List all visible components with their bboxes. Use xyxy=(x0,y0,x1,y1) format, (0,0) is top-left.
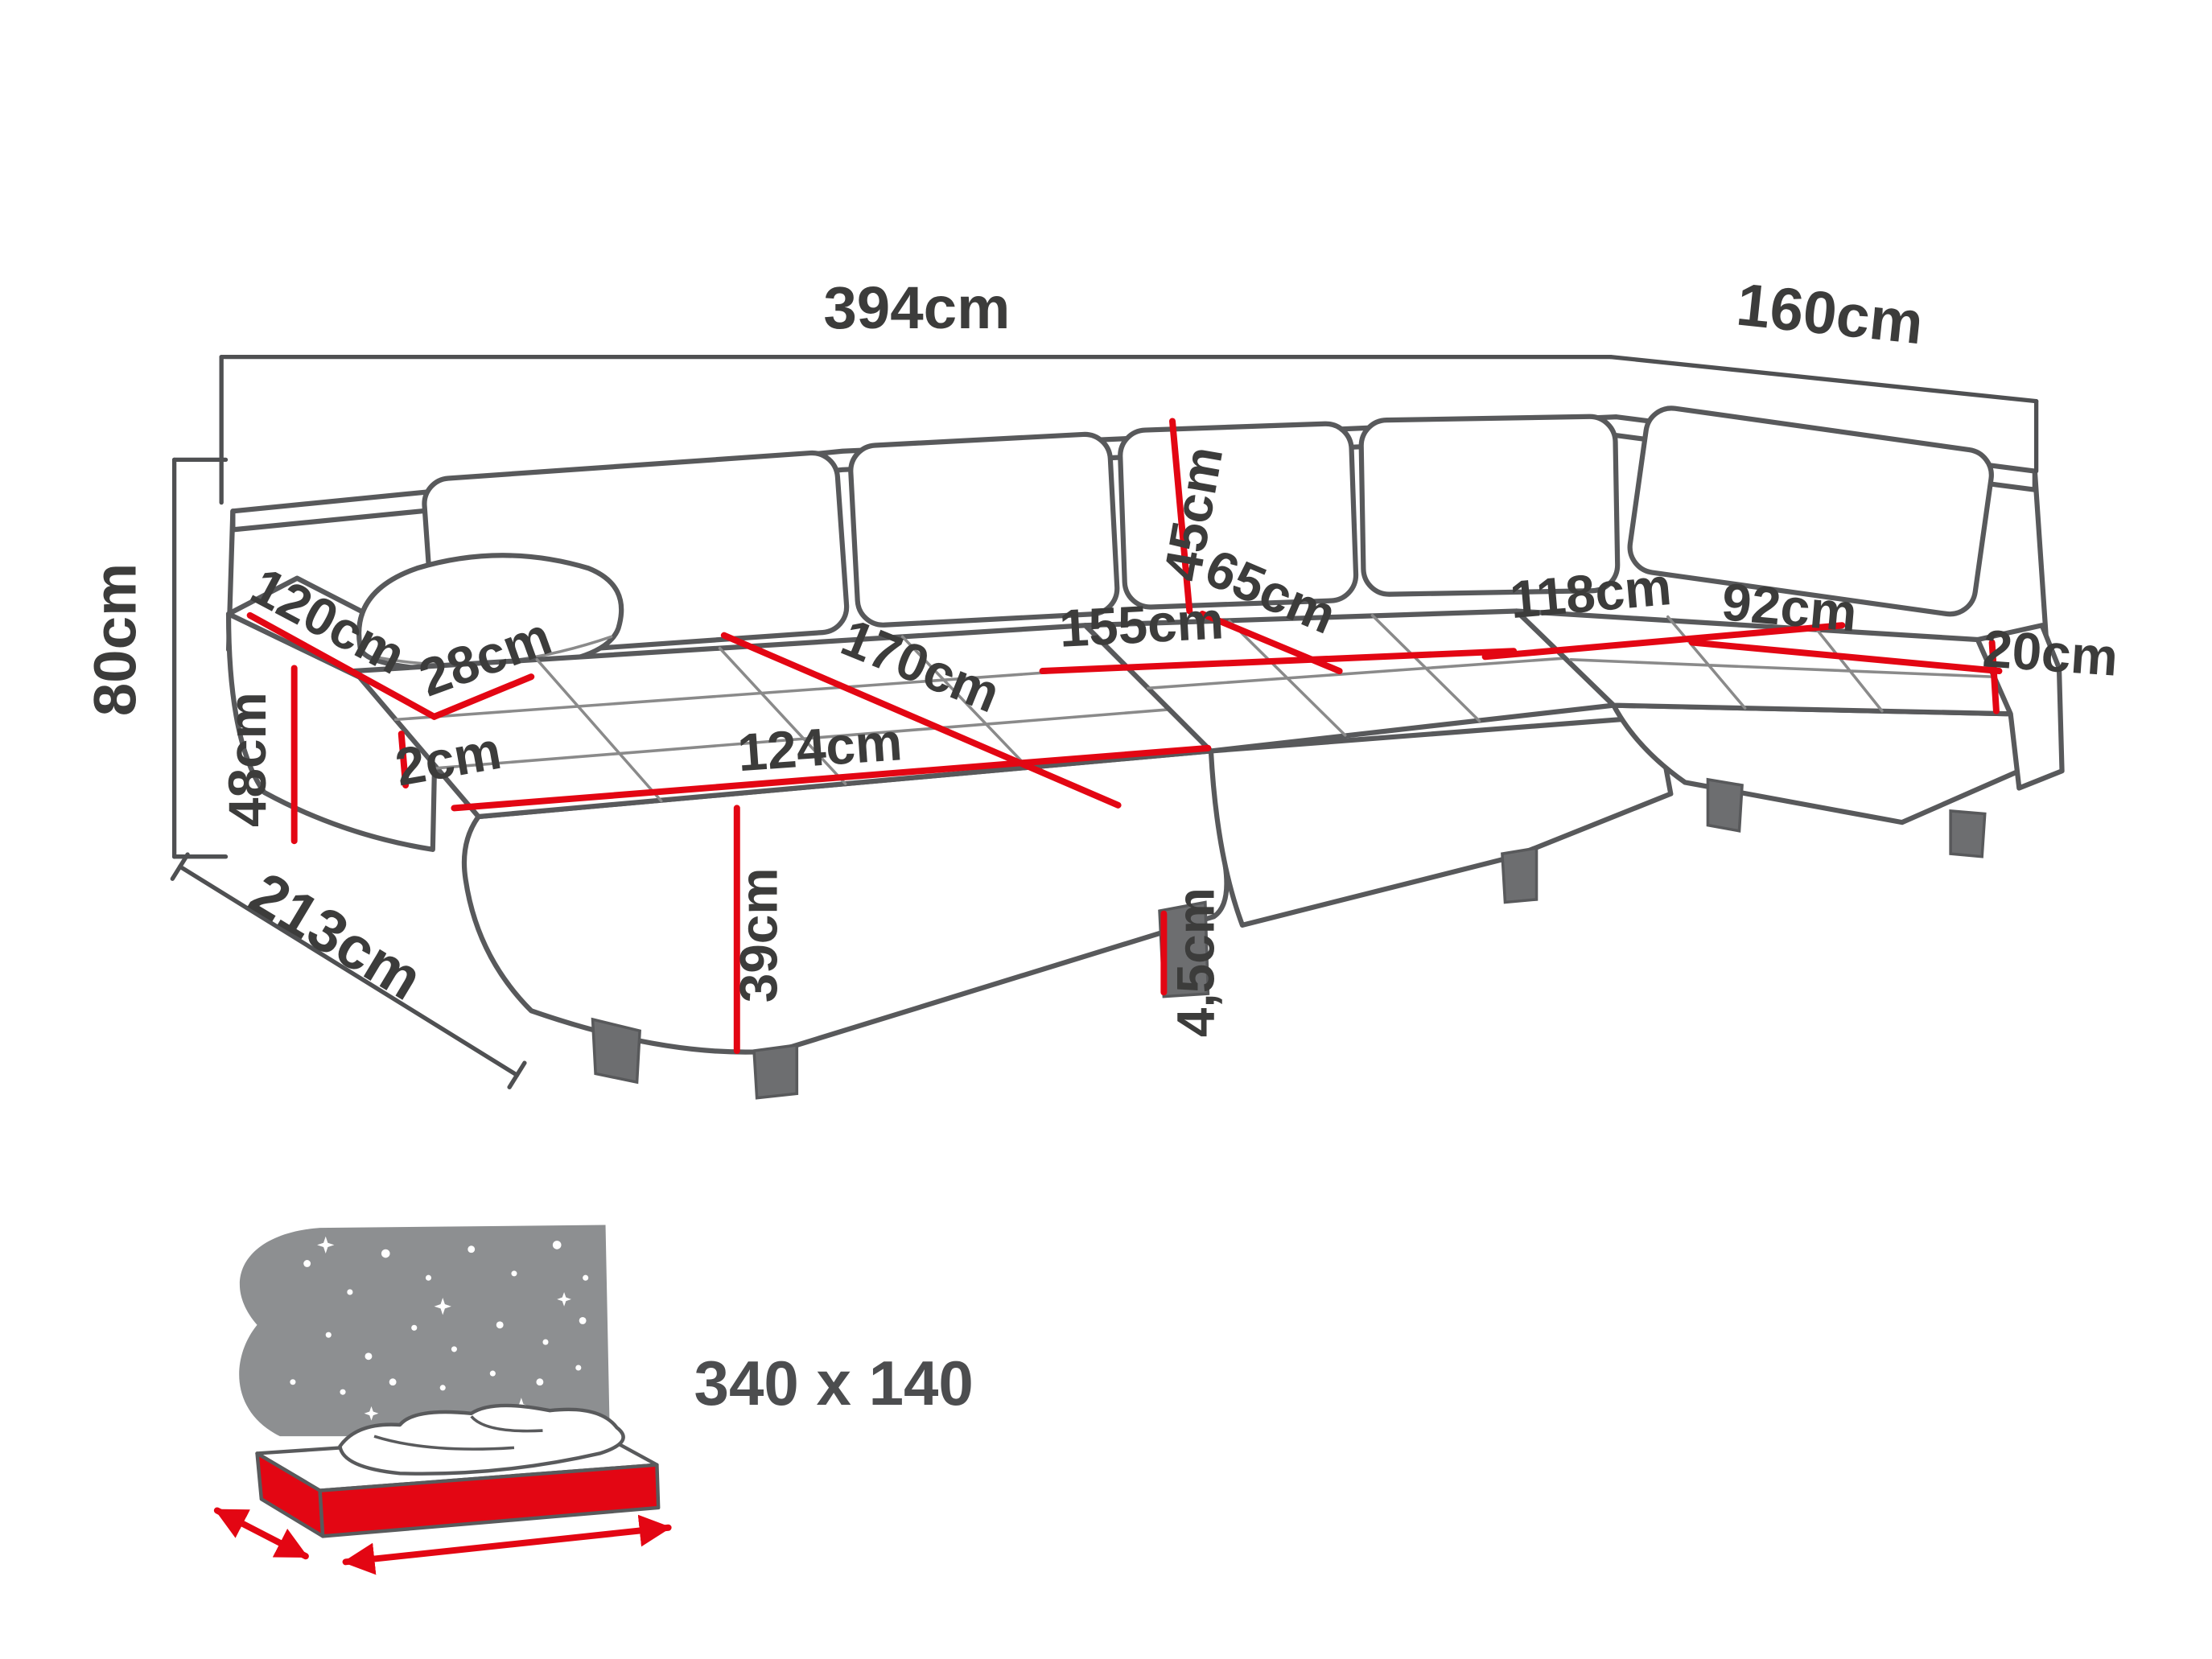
sofa-leg xyxy=(1706,777,1744,833)
bedding-folds xyxy=(373,1415,543,1451)
sparkle-star-icon xyxy=(317,1236,335,1254)
dim-line-seat-depth xyxy=(1199,611,1343,675)
label-middle-seat-width: 155cm xyxy=(1058,591,1225,658)
dim-line-side-depth xyxy=(1609,354,2039,404)
dim-line-right-armrest-width xyxy=(1988,639,2000,714)
dim-tick xyxy=(507,1060,527,1089)
detail-dimension-lines xyxy=(246,418,2003,1055)
bed-depth-arrow xyxy=(213,1507,309,1560)
dim-line-right-seat-width xyxy=(1688,639,2003,675)
left-armrest-front xyxy=(225,611,439,852)
label-right-seat-length: 118cm xyxy=(1508,557,1674,629)
sofa-leg xyxy=(1949,809,1987,858)
headboard-night-panel xyxy=(239,1225,610,1437)
dim-tick xyxy=(170,852,190,881)
bedding xyxy=(338,1403,625,1476)
stars xyxy=(290,1236,589,1421)
back-cushion xyxy=(1358,414,1621,597)
sofa-leg xyxy=(1501,846,1539,904)
right-armrest xyxy=(1975,623,2065,791)
bed-width-arrow xyxy=(342,1514,672,1575)
label-seat-front-height: 39cm xyxy=(729,867,788,1002)
back-cushion-right-wing xyxy=(1627,405,1994,617)
sofa-leg xyxy=(591,1017,641,1085)
label-chaise-depth: 213cm xyxy=(239,859,434,1013)
sparkle-star-icon xyxy=(557,1291,571,1307)
sleeping-function-icon: 340 x 140 xyxy=(213,1225,974,1575)
label-right-armrest-width: 20cm xyxy=(1981,619,2120,687)
sparkle-star-icon xyxy=(364,1406,379,1421)
sleeping-area-dimensions: 340 x 140 xyxy=(694,1348,974,1418)
right-seat-tufting xyxy=(1569,615,1994,713)
left-seat-tufting xyxy=(393,635,1170,803)
dim-line-chaise-depth xyxy=(178,864,520,1077)
dim-line-left-seat-length xyxy=(720,632,1122,809)
label-side-depth: 160cm xyxy=(1733,270,1926,356)
middle-seat-tufting xyxy=(1147,614,1567,737)
label-width: 394cm xyxy=(823,274,1010,341)
sofa-right-frame-edge xyxy=(2032,468,2049,643)
label-leg-height: 4,5cm xyxy=(1166,887,1225,1037)
dim-line-armrest-length xyxy=(246,611,438,720)
left-chaise-base xyxy=(461,748,1230,1055)
sofa-leg xyxy=(752,1043,799,1100)
right-chaise-base xyxy=(1611,702,2022,825)
sparkle-star-icon xyxy=(434,1298,451,1315)
dim-line-armrest-width xyxy=(430,673,535,720)
middle-base xyxy=(1208,714,1674,928)
back-cushion xyxy=(848,431,1120,628)
dim-line-middle-seat-width xyxy=(1039,648,1518,675)
dim-line-gap xyxy=(398,731,410,788)
dim-line-right-seat-length xyxy=(1481,622,1846,661)
label-left-seat-front-width: 124cm xyxy=(735,712,904,782)
label-right-seat-width: 92cm xyxy=(1720,572,1860,642)
sofa-drawing xyxy=(225,405,2065,1100)
label-height: 80cm xyxy=(82,563,149,717)
label-armrest-height: 48cm xyxy=(218,692,277,827)
dim-line-back-cushion-height xyxy=(1169,418,1193,615)
overall-dimension-lines xyxy=(170,354,2039,1089)
pillow xyxy=(356,553,624,673)
dim-line-left-seat-front-width xyxy=(451,744,1212,812)
